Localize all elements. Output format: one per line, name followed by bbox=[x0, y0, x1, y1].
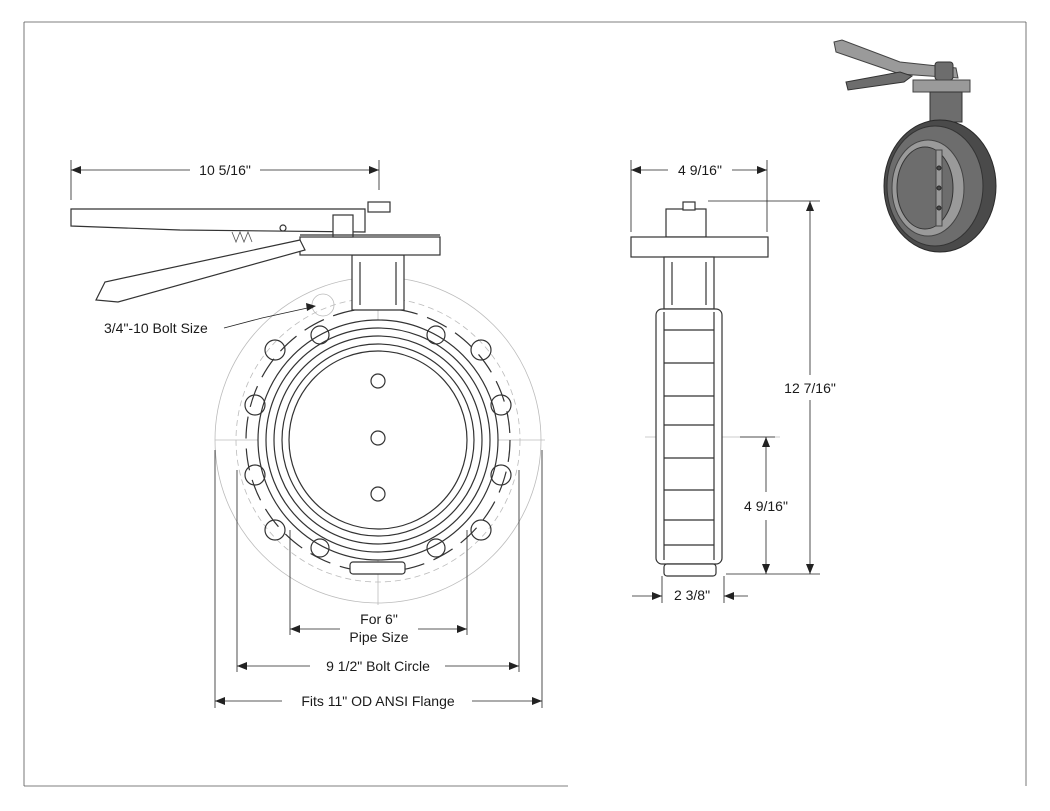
front-dimensions bbox=[70, 160, 543, 708]
bolt-circle-label: 9 1/2" Bolt Circle bbox=[326, 658, 430, 674]
drawing-frame bbox=[23, 21, 1027, 787]
front-view bbox=[70, 201, 545, 605]
handle-length-label: 10 5/16" bbox=[199, 162, 251, 178]
flange-label: Fits 11" OD ANSI Flange bbox=[301, 693, 455, 709]
lower-height-label: 4 9/16" bbox=[744, 498, 788, 514]
disc-hole-bottom bbox=[370, 486, 386, 502]
isometric-view bbox=[833, 39, 997, 253]
disc-hole-top bbox=[370, 373, 386, 389]
side-width-label: 4 9/16" bbox=[678, 162, 722, 178]
pipe-size-label-2: Pipe Size bbox=[349, 629, 408, 645]
side-view bbox=[630, 201, 780, 577]
side-dimensions bbox=[630, 160, 820, 603]
disc-hole-center bbox=[370, 430, 386, 446]
bolt-size-label: 3/4"-10 Bolt Size bbox=[104, 320, 208, 336]
overall-height-label: 12 7/16" bbox=[784, 380, 836, 396]
bolt-hole bbox=[311, 293, 335, 317]
valve-body-lugs bbox=[244, 307, 512, 573]
handle-lever bbox=[70, 201, 440, 303]
dimension-labels: 10 5/16" 4 9/16" 12 7/16" 4 9/16" 2 3/8"… bbox=[104, 162, 836, 709]
pipe-size-label-1: For 6" bbox=[360, 611, 398, 627]
body-thickness-label: 2 3/8" bbox=[674, 587, 710, 603]
